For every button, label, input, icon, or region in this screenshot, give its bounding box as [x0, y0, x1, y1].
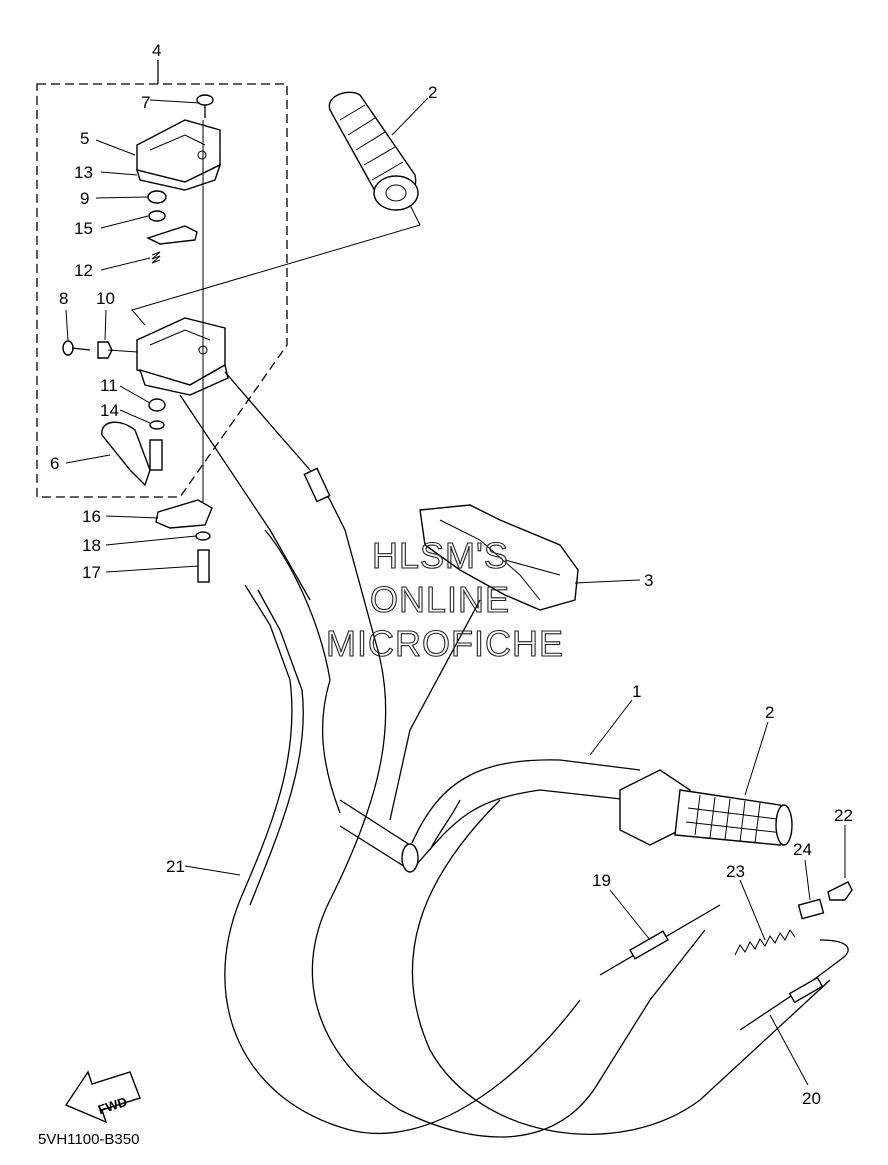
callout-10: 10 — [96, 289, 115, 308]
lever — [146, 225, 198, 245]
callout-16: 16 — [82, 507, 101, 526]
callout-7: 7 — [141, 93, 150, 112]
washer-15 — [148, 210, 166, 222]
washer-14 — [149, 420, 165, 430]
callout-4: 4 — [152, 41, 161, 60]
callout-13: 13 — [74, 163, 93, 182]
callout-5: 5 — [80, 129, 89, 148]
clamp-16 — [155, 499, 213, 529]
throttle-lever-6 — [101, 421, 163, 487]
washer-18 — [195, 531, 211, 541]
bolt-8 — [62, 340, 91, 356]
callout-8: 8 — [59, 289, 68, 308]
callout-17: 17 — [82, 563, 101, 582]
callout-3: 3 — [644, 571, 653, 590]
callout-11: 11 — [100, 376, 118, 395]
callout-19: 19 — [592, 871, 611, 890]
callout-21: 21 — [166, 857, 185, 876]
cable-20 — [739, 939, 849, 1031]
screw-17 — [197, 549, 210, 583]
callout-6: 6 — [50, 454, 59, 473]
callout-2: 2 — [428, 83, 437, 102]
right-grip — [619, 769, 793, 846]
callout-1: 1 — [632, 682, 641, 701]
cable-19 — [599, 904, 721, 976]
nut-9 — [147, 190, 167, 204]
spring-12 — [151, 251, 161, 264]
watermark-line-3: MICROFICHE — [326, 623, 564, 664]
leader-lines — [65, 97, 846, 1086]
fwd-arrow-icon: FWD — [64, 1070, 141, 1124]
callout-20: 20 — [802, 1089, 821, 1108]
screw-7 — [196, 94, 214, 118]
assembly-box-4 — [36, 83, 288, 498]
left-grip — [328, 91, 419, 211]
diagram-code: 5VH1100-B350 — [38, 1131, 139, 1148]
guard-cover — [419, 504, 579, 611]
callout-15: 15 — [74, 219, 93, 238]
callout-2b: 2 — [765, 703, 774, 722]
nut-10 — [97, 341, 113, 359]
callout-23: 23 — [726, 862, 745, 881]
callout-9: 9 — [80, 189, 89, 208]
callout-22: 22 — [834, 806, 853, 825]
callout-14: 14 — [100, 401, 119, 420]
spring-23 — [734, 929, 796, 956]
callout-24: 24 — [793, 840, 812, 859]
watermark-line-2: ONLINE — [370, 579, 510, 620]
throttle-housing-lower — [136, 317, 229, 396]
throttle-housing-upper — [135, 119, 222, 191]
throttle-cable — [224, 371, 706, 1138]
adjuster-24 — [797, 898, 825, 920]
handlebar — [321, 679, 641, 873]
callout-18: 18 — [82, 536, 101, 555]
wing-nut-22 — [827, 881, 853, 901]
callout-12: 12 — [74, 261, 93, 280]
cable-21 — [224, 584, 581, 1135]
nut-11 — [148, 398, 166, 412]
watermark-line-1: HLSM'S — [372, 535, 509, 576]
